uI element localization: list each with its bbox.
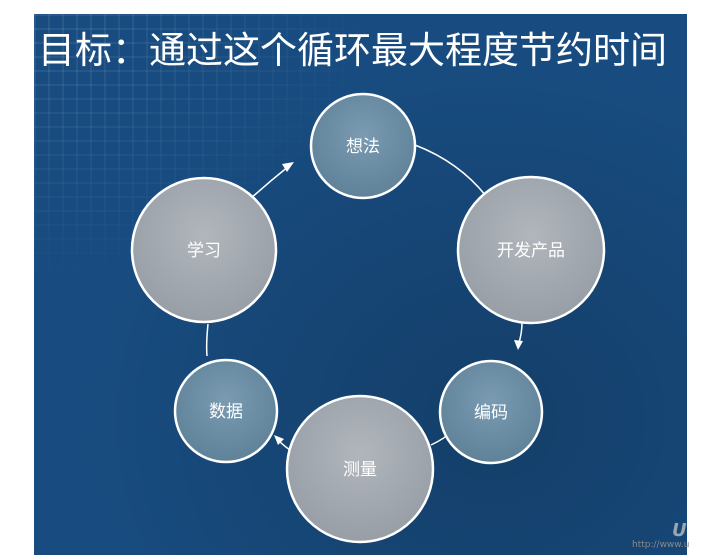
arrow-measure-to-data bbox=[274, 435, 284, 445]
slide-title: 目标：通过这个循环最大程度节约时间 bbox=[38, 29, 667, 72]
arrow-build-to-code bbox=[514, 340, 523, 350]
arc-idea-to-build bbox=[414, 144, 487, 197]
node-build-label: 开发产品 bbox=[497, 241, 565, 261]
node-measure-label: 测量 bbox=[343, 460, 377, 480]
cycle-diagram: 想法 开发产品 编码 测量 数据 学习 bbox=[130, 92, 606, 544]
node-idea[interactable]: 想法 bbox=[309, 92, 417, 200]
arc-build-to-code bbox=[518, 322, 523, 344]
slide: 目标：通过这个循环最大程度节约时间 想法 bbox=[34, 14, 687, 555]
page-margin bbox=[687, 14, 721, 555]
node-idea-label: 想法 bbox=[346, 137, 380, 157]
node-learn[interactable]: 学习 bbox=[130, 176, 278, 324]
watermark-logo: U bbox=[672, 520, 687, 541]
arc-learn-to-idea bbox=[249, 165, 290, 200]
node-data-label: 数据 bbox=[209, 402, 243, 422]
node-code[interactable]: 编码 bbox=[438, 359, 544, 465]
arrow-learn-to-idea bbox=[282, 162, 294, 172]
arc-data-to-learn bbox=[205, 323, 209, 357]
node-measure[interactable]: 测量 bbox=[285, 394, 435, 544]
node-learn-label: 学习 bbox=[187, 241, 221, 261]
node-code-label: 编码 bbox=[474, 403, 508, 423]
node-data[interactable]: 数据 bbox=[173, 358, 279, 464]
node-build[interactable]: 开发产品 bbox=[456, 175, 606, 325]
watermark-url: http://www.u bbox=[632, 540, 690, 550]
